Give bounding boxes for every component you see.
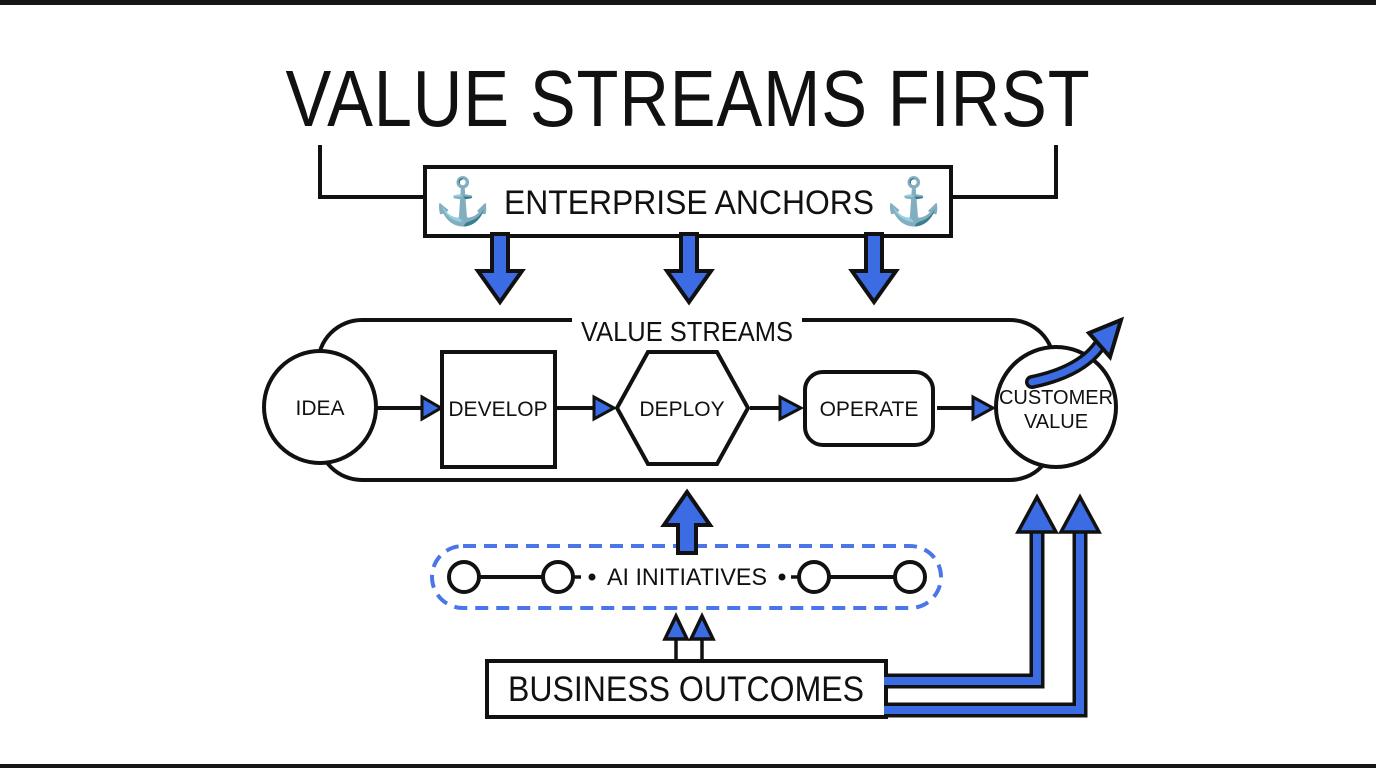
outcome-to-ai-arrow-2 [688, 611, 716, 661]
bottom-border [0, 764, 1376, 768]
customer-value-growth-arrow [1025, 316, 1125, 389]
stage-connector-arrow-1 [377, 394, 444, 422]
outcome-to-ai-arrow-1 [662, 611, 690, 661]
business-outcomes-box [485, 659, 888, 719]
outcome-to-customer-value-arrow-outer [884, 493, 1102, 718]
ai-dot-separator-left [588, 573, 596, 581]
outcome-to-customer-value-arrow-inner [884, 493, 1059, 689]
value-streams-label: VALUE STREAMS [581, 316, 793, 347]
ai-node-circle-1 [447, 560, 481, 594]
enterprise-anchors-box [423, 165, 953, 238]
stage-connector-arrow-4 [937, 394, 997, 422]
value-streams-label-gap [572, 308, 802, 338]
anchor-icon-right: ⚓ [885, 175, 942, 228]
ai-initiatives-label: AI INITIATIVES [607, 564, 767, 591]
anchor-flow-arrow-right [848, 232, 900, 306]
stage-connector-arrow-3 [750, 394, 805, 422]
business-outcomes-label: BUSINESS OUTCOMES [508, 670, 864, 709]
ai-node-circle-3 [797, 560, 831, 594]
bracket-left [318, 145, 423, 199]
page-title: VALUE STREAMS FIRST [286, 54, 1091, 143]
stage-connector-arrow-2 [557, 394, 618, 422]
stage-operate-shape [803, 370, 935, 447]
anchor-flow-arrow-middle [663, 232, 715, 306]
stage-customer-value-label-line1: CUSTOMER [999, 387, 1113, 409]
stage-deploy-label: DEPLOY [639, 398, 724, 421]
stage-customer-value-shape [994, 345, 1118, 469]
bracket-right [953, 145, 1058, 199]
enterprise-anchors-label: ENTERPRISE ANCHORS [504, 184, 874, 222]
stage-deploy-shape [614, 350, 751, 466]
ai-node-circle-2 [541, 560, 575, 594]
ai-dot-separator-right [778, 573, 786, 581]
ai-node-circle-4 [893, 560, 927, 594]
stage-customer-value-label-line2: VALUE [1024, 411, 1088, 433]
stage-idea-label: IDEA [295, 397, 344, 420]
anchor-flow-arrow-left [474, 232, 526, 306]
ai-to-stream-arrow [660, 488, 714, 555]
stage-develop-shape [440, 350, 557, 469]
stage-idea-shape [262, 349, 378, 465]
top-border [0, 0, 1376, 5]
stage-operate-label: OPERATE [820, 398, 919, 421]
anchor-icon-left: ⚓ [434, 175, 491, 228]
stage-develop-label: DEVELOP [448, 398, 547, 421]
